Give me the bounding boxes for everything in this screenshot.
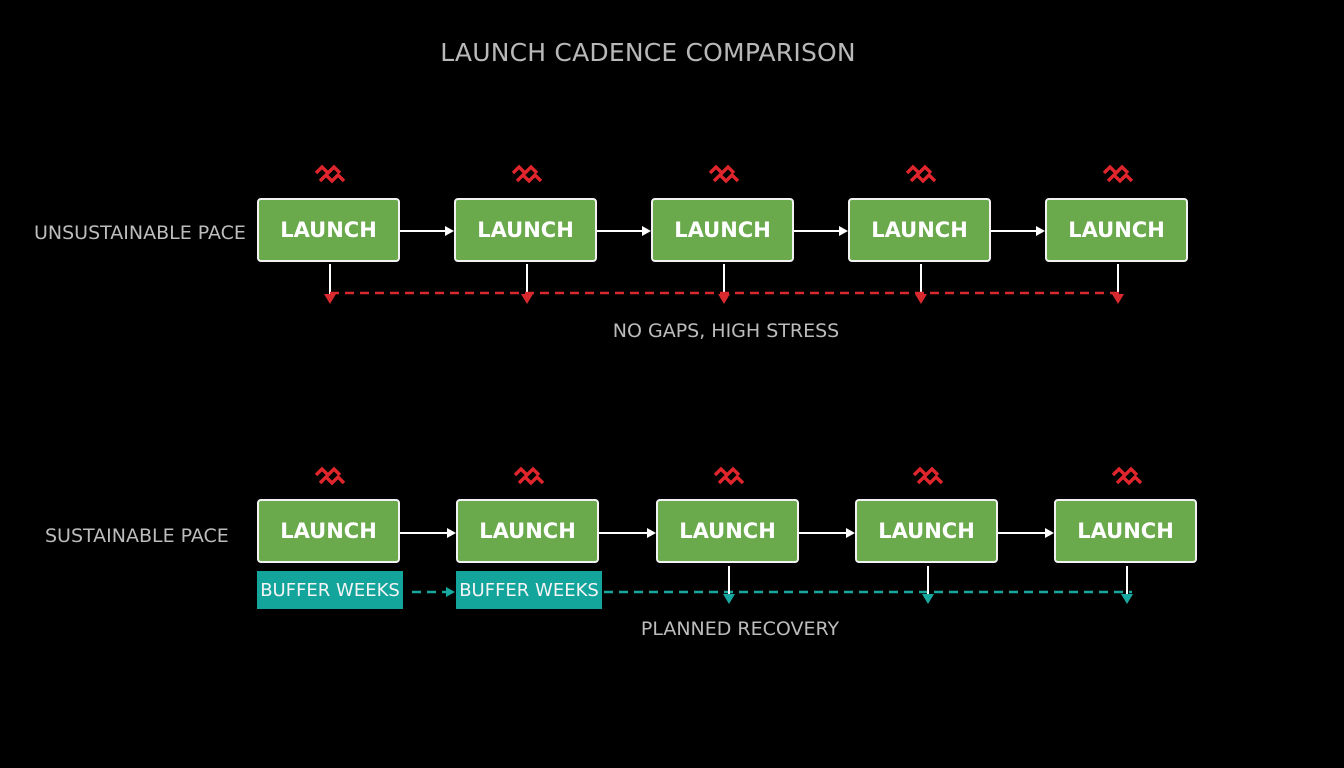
sustainable-stress-icon-5 (1111, 466, 1143, 486)
buffer-weeks-1: BUFFER WEEKS (257, 571, 403, 609)
unsustainable-arrow-4-head (1036, 226, 1045, 236)
sustainable-arrow-1-head (447, 528, 456, 538)
unsustainable-arrow-2-head (642, 226, 651, 236)
unsustainable-stress-icon-1-stroke-1 (314, 164, 342, 176)
unsustainable-launch-2: LAUNCH (454, 198, 597, 262)
unsustainable-drop-4-head (915, 294, 927, 304)
unsustainable-drop-5-head (1112, 294, 1124, 304)
unsustainable-stress-icon-1-stroke-2 (318, 172, 346, 184)
sustainable-stress-icon-3-stroke-2 (717, 474, 745, 486)
sustainable-stress-icon-4-stroke-1 (912, 466, 940, 478)
sustainable-launch-3: LAUNCH (656, 499, 799, 563)
sustainable-arrow-3-head (846, 528, 855, 538)
unsustainable-stress-icon-2-stroke-1 (511, 164, 539, 176)
unsustainable-drop-1-head (324, 294, 336, 304)
sustainable-drop-4-head (922, 594, 934, 604)
unsustainable-stress-icon-5-stroke-1 (1102, 164, 1130, 176)
sustainable-drop-3-head (723, 594, 735, 604)
sustainable-stress-icon-1 (314, 466, 346, 486)
sustainable-stress-icon-4 (912, 466, 944, 486)
sustainable-stress-icon-5-stroke-2 (1115, 474, 1143, 486)
unsustainable-launch-4: LAUNCH (848, 198, 991, 262)
unsustainable-stress-icon-4 (905, 164, 937, 184)
sustainable-dashed-arrowhead (446, 587, 455, 597)
sustainable-row-label: SUSTAINABLE PACE (45, 525, 229, 547)
sustainable-launch-1: LAUNCH (257, 499, 400, 563)
unsustainable-row-label: UNSUSTAINABLE PACE (34, 222, 246, 244)
sustainable-stress-icon-5-stroke-1 (1111, 466, 1139, 478)
unsustainable-arrow-1-head (445, 226, 454, 236)
sustainable-launch-2: LAUNCH (456, 499, 599, 563)
unsustainable-stress-icon-4-stroke-2 (909, 172, 937, 184)
buffer-weeks-2: BUFFER WEEKS (456, 571, 602, 609)
sustainable-stress-icon-3 (713, 466, 745, 486)
sustainable-caption: PLANNED RECOVERY (640, 618, 840, 640)
unsustainable-caption: NO GAPS, HIGH STRESS (612, 320, 840, 342)
unsustainable-drop-3-head (718, 294, 730, 304)
unsustainable-drop-2-head (521, 294, 533, 304)
unsustainable-launch-1: LAUNCH (257, 198, 400, 262)
sustainable-stress-icon-4-stroke-2 (916, 474, 944, 486)
sustainable-stress-icon-2-stroke-1 (513, 466, 541, 478)
unsustainable-launch-5: LAUNCH (1045, 198, 1188, 262)
sustainable-stress-icon-1-stroke-2 (318, 474, 346, 486)
unsustainable-stress-icon-3 (708, 164, 740, 184)
diagram-title: LAUNCH CADENCE COMPARISON (440, 38, 856, 67)
unsustainable-arrow-3-head (839, 226, 848, 236)
sustainable-arrow-4-head (1045, 528, 1054, 538)
sustainable-stress-icon-2-stroke-2 (517, 474, 545, 486)
sustainable-stress-icon-1-stroke-1 (314, 466, 342, 478)
unsustainable-stress-icon-3-stroke-1 (708, 164, 736, 176)
unsustainable-stress-icon-5-stroke-2 (1106, 172, 1134, 184)
sustainable-launch-5: LAUNCH (1054, 499, 1197, 563)
unsustainable-stress-icon-2 (511, 164, 543, 184)
unsustainable-stress-icon-4-stroke-1 (905, 164, 933, 176)
unsustainable-stress-icon-1 (314, 164, 346, 184)
unsustainable-stress-icon-2-stroke-2 (515, 172, 543, 184)
unsustainable-stress-icon-5 (1102, 164, 1134, 184)
sustainable-launch-4: LAUNCH (855, 499, 998, 563)
sustainable-stress-icon-3-stroke-1 (713, 466, 741, 478)
sustainable-drop-5-head (1121, 594, 1133, 604)
sustainable-arrow-2-head (647, 528, 656, 538)
unsustainable-stress-icon-3-stroke-2 (712, 172, 740, 184)
sustainable-stress-icon-2 (513, 466, 545, 486)
unsustainable-launch-3: LAUNCH (651, 198, 794, 262)
